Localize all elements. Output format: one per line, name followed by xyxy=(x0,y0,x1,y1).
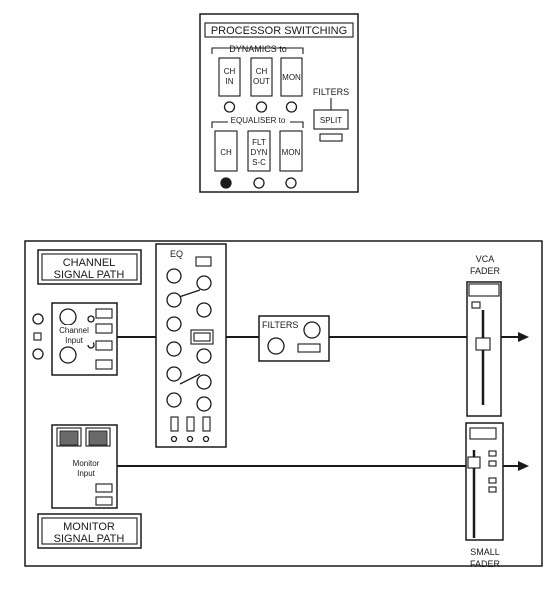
svg-text:FLT: FLT xyxy=(252,138,266,147)
svg-text:SIGNAL PATH: SIGNAL PATH xyxy=(54,269,125,281)
eq-label: EQ xyxy=(170,249,183,259)
monitor-input-module: Monitor Input xyxy=(51,424,118,509)
dynamics-ch-out-button[interactable]: CH OUT xyxy=(250,57,273,97)
filters-label: FILTERS xyxy=(313,87,349,97)
dynamics-label: DYNAMICS to xyxy=(229,44,287,54)
filters-module-label: FILTERS xyxy=(262,320,298,330)
svg-text:VCA: VCA xyxy=(476,254,495,264)
dynamics-mon-indicator xyxy=(285,101,298,113)
equaliser-mon-button[interactable]: MON xyxy=(279,130,303,172)
processor-switching-panel: PROCESSOR SWITCHING DYNAMICS to CH IN CH… xyxy=(199,13,359,193)
svg-text:CH: CH xyxy=(220,148,232,157)
svg-text:CH: CH xyxy=(256,67,268,76)
monitor-signal-path-label: MONITOR SIGNAL PATH xyxy=(37,513,142,549)
channel-output-arrow xyxy=(518,332,529,342)
monitor-input-label-line2: Input xyxy=(77,469,96,478)
equaliser-ch-button[interactable]: CH xyxy=(214,130,238,172)
svg-text:SMALL: SMALL xyxy=(470,547,500,557)
svg-text:DYN: DYN xyxy=(251,148,268,157)
svg-text:MONITOR: MONITOR xyxy=(63,521,115,533)
small-fader-cap[interactable] xyxy=(467,456,481,469)
svg-text:MON: MON xyxy=(282,148,301,157)
svg-text:CHANNEL: CHANNEL xyxy=(63,257,116,269)
svg-text:S-C: S-C xyxy=(252,158,266,167)
vca-fader[interactable]: VCA FADER xyxy=(466,254,502,417)
svg-text:IN: IN xyxy=(226,77,234,86)
equaliser-flt-dyn-sc-button[interactable]: FLT DYN S-C xyxy=(247,130,271,172)
signal-path-frame xyxy=(24,240,543,567)
dynamics-ch-in-button[interactable]: CH IN xyxy=(218,57,241,97)
svg-text:SIGNAL PATH: SIGNAL PATH xyxy=(54,533,125,545)
split-indicator xyxy=(319,133,343,142)
eq-module: EQ xyxy=(155,243,227,448)
split-button[interactable]: SPLIT xyxy=(313,109,349,130)
dynamics-mon-button[interactable]: MON xyxy=(280,57,303,97)
monitor-input-label-line1: Monitor xyxy=(73,459,100,468)
channel-input-label-line2: Input xyxy=(65,336,84,345)
vca-fader-cap[interactable] xyxy=(475,337,491,351)
equaliser-mon-indicator xyxy=(285,177,297,189)
channel-signal-path-label: CHANNEL SIGNAL PATH xyxy=(37,249,142,285)
equaliser-flt-dyn-sc-indicator xyxy=(253,177,265,189)
filters-module: FILTERS xyxy=(258,315,330,362)
dynamics-ch-in-indicator xyxy=(223,101,236,113)
svg-text:OUT: OUT xyxy=(253,77,270,86)
small-fader[interactable]: SMALL FADER xyxy=(465,422,504,569)
svg-text:SPLIT: SPLIT xyxy=(320,116,342,125)
dynamics-ch-out-indicator xyxy=(255,101,268,113)
svg-text:CH: CH xyxy=(224,67,236,76)
equaliser-label: EQUALISER to xyxy=(231,116,286,125)
channel-input-label-line1: Channel xyxy=(59,326,89,335)
processor-switching-title: PROCESSOR SWITCHING xyxy=(211,25,347,37)
svg-text:FADER: FADER xyxy=(470,266,501,276)
svg-text:MON: MON xyxy=(282,73,301,82)
channel-input-module: Channel Input xyxy=(32,302,118,376)
monitor-output-arrow xyxy=(518,461,529,471)
equaliser-ch-indicator-lit xyxy=(220,177,232,189)
processor-switching-title-box xyxy=(204,22,354,38)
svg-text:FADER: FADER xyxy=(470,559,501,569)
